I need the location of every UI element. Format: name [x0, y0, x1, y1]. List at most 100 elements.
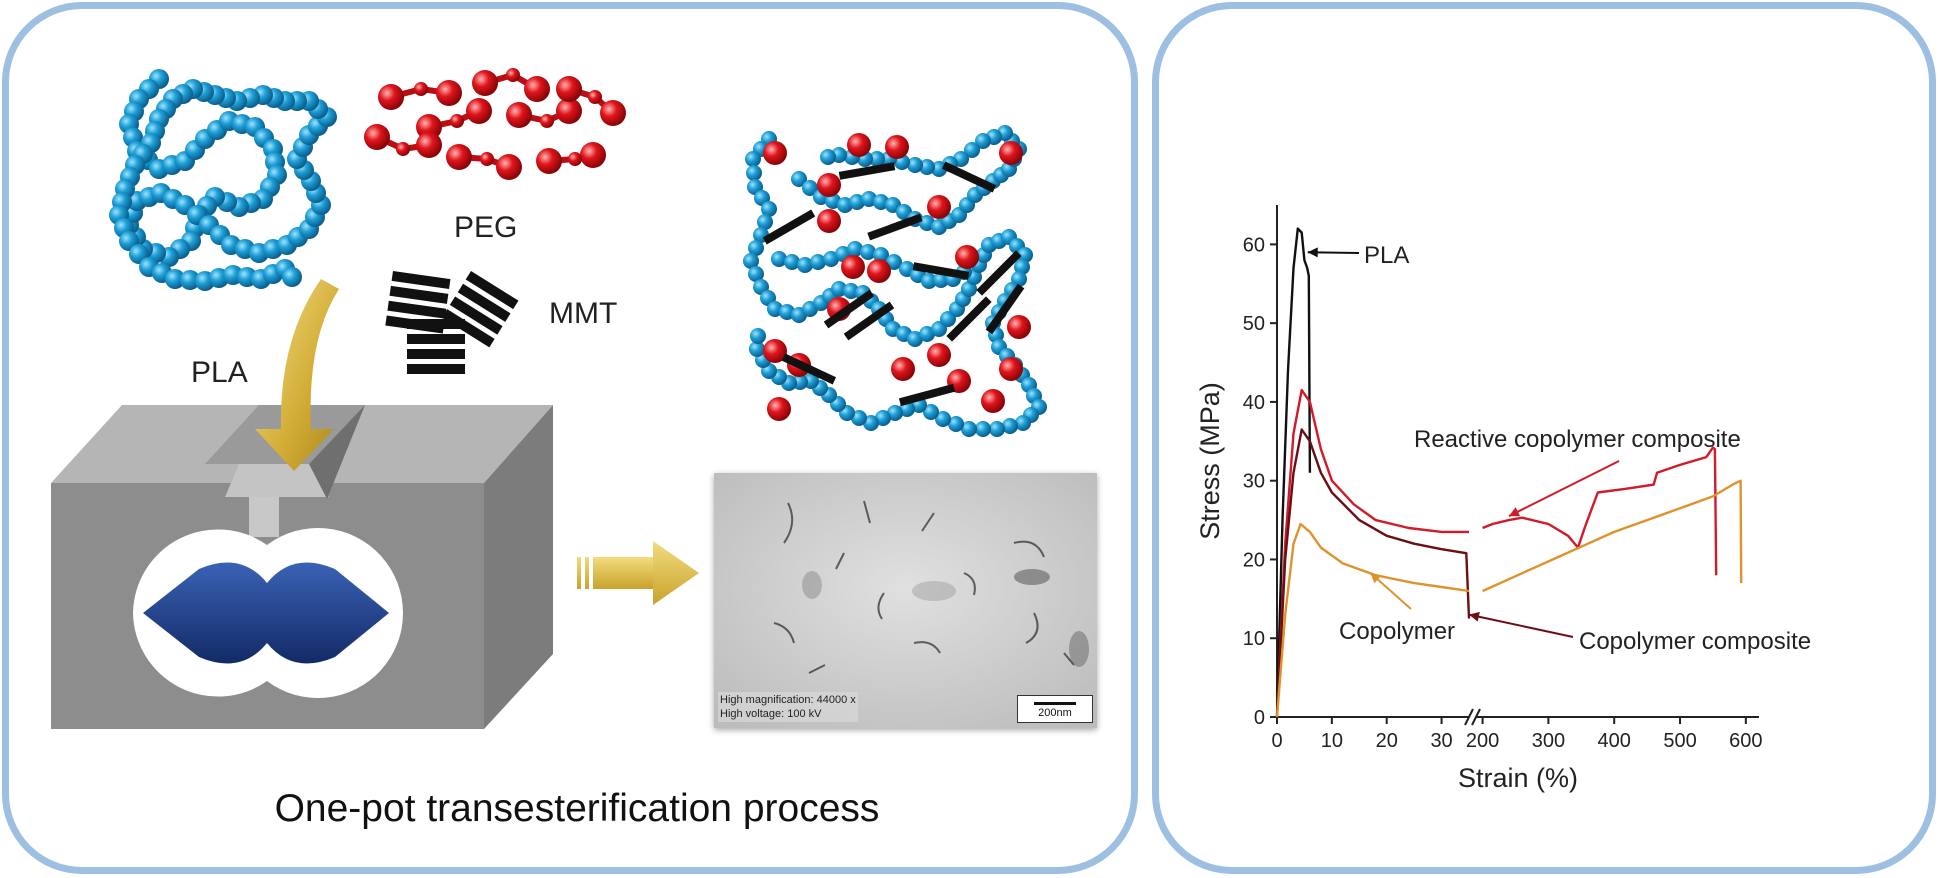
mmt-sheet [838, 162, 896, 180]
series-line-reactive-copolymer-composite [1482, 446, 1718, 576]
x-axis-label: Strain (%) [1458, 763, 1578, 793]
pla-bead [757, 214, 773, 230]
pla-bead [748, 240, 764, 256]
peg-bead [763, 141, 787, 165]
annotation-arrow [1508, 460, 1620, 518]
feed-arrow [255, 279, 339, 471]
pla-bead [851, 410, 867, 426]
y-tick-label: 0 [1254, 707, 1265, 729]
y-tick-label: 50 [1243, 313, 1265, 335]
y-tick-label: 10 [1243, 628, 1265, 650]
peg-bead [867, 259, 891, 283]
pla-bead [919, 159, 935, 175]
peg-bead [999, 141, 1023, 165]
y-tick-label: 30 [1243, 471, 1265, 493]
x-tick-label: 600 [1729, 730, 1762, 752]
x-tick-label: 10 [1321, 730, 1343, 752]
pla-bead [831, 281, 847, 297]
peg-bead [580, 142, 606, 168]
peg-bead [364, 124, 390, 150]
pla-bead [975, 421, 991, 437]
pla-bead [779, 304, 795, 320]
pla-bead [948, 416, 964, 432]
pla-bead [875, 410, 891, 426]
pla-bead [802, 180, 818, 196]
mmt-sheet [898, 383, 956, 407]
micrograph-info: High magnification: 44000 x High voltage… [718, 692, 858, 722]
mmt-sheet [985, 283, 1025, 335]
mmt-sheet [912, 262, 970, 280]
right-screw [267, 562, 389, 664]
pla-bead [749, 341, 765, 357]
mmt-sheet [762, 209, 816, 245]
magnification-text: High magnification: 44000 x [720, 694, 856, 706]
annotation-arrowhead [1508, 507, 1521, 517]
peg-bead [588, 90, 602, 104]
pla-bead [837, 197, 853, 213]
pla-bead [843, 283, 859, 299]
peg-bead [480, 152, 494, 166]
mmt-clay-sheets [385, 271, 519, 374]
micrograph-texture [714, 473, 1097, 728]
peg-bead [568, 152, 582, 166]
y-tick-label: 20 [1243, 549, 1265, 571]
nanocomposite-structure [743, 125, 1047, 437]
pla-bead [849, 194, 865, 210]
twin-screw-extruder [51, 405, 553, 729]
pla-bead [1002, 418, 1018, 434]
peg-bead [414, 82, 428, 96]
peg-bead [955, 245, 979, 269]
peg-bead [556, 76, 582, 102]
x-tick-label: 30 [1430, 730, 1452, 752]
pla-bead [923, 404, 939, 420]
process-caption: One-pot transesterification process [274, 787, 880, 830]
peg-bead [767, 397, 791, 421]
pla-label: PLA [191, 356, 248, 389]
y-axis-label: Stress (MPa) [1195, 382, 1225, 540]
pla-bead [961, 421, 977, 437]
annotation-arrow [1468, 613, 1574, 638]
pla-bead [1017, 247, 1033, 263]
peg-bead [981, 389, 1005, 413]
x-tick-label: 400 [1598, 730, 1631, 752]
peg-bead [817, 173, 841, 197]
pla-bead [797, 257, 813, 273]
peg-bead [847, 133, 871, 157]
peg-bead [436, 80, 462, 106]
pla-bead [975, 133, 991, 149]
pla-bead [761, 201, 777, 217]
series-line-pla [1275, 227, 1312, 718]
axis-break-mark [1464, 708, 1474, 726]
pla-bead [745, 151, 761, 167]
mmt-sheet [823, 289, 875, 329]
peg-bead [396, 142, 410, 156]
pla-bead [847, 241, 863, 257]
annotation-label: PLA [1364, 242, 1409, 269]
voltage-text: High voltage: 100 kV [720, 708, 822, 720]
pla-bead [282, 267, 302, 287]
pla-bead [1015, 415, 1031, 431]
peg-bead [472, 70, 498, 96]
peg-bead [450, 114, 464, 128]
pla-bead [863, 415, 879, 431]
mmt-label: MMT [549, 297, 617, 330]
peg-bead [446, 144, 472, 170]
peg-bead [1007, 315, 1031, 339]
pla-bead [823, 251, 839, 267]
peg-polymer-chain [364, 68, 626, 180]
y-tick-label: 40 [1243, 392, 1265, 414]
pla-bead [810, 254, 826, 270]
peg-bead [763, 339, 787, 363]
process-panel: PLA PEG MMT [2, 2, 1138, 874]
x-tick-label: 0 [1271, 730, 1282, 752]
peg-bead [556, 98, 582, 124]
peg-label: PEG [454, 211, 517, 244]
pla-bead [791, 171, 807, 187]
pla-bead [820, 149, 836, 165]
mmt-sheet [976, 250, 1022, 296]
pla-bead [989, 421, 1005, 437]
pla-bead [931, 161, 947, 177]
pla-polymer-chain [109, 69, 337, 291]
